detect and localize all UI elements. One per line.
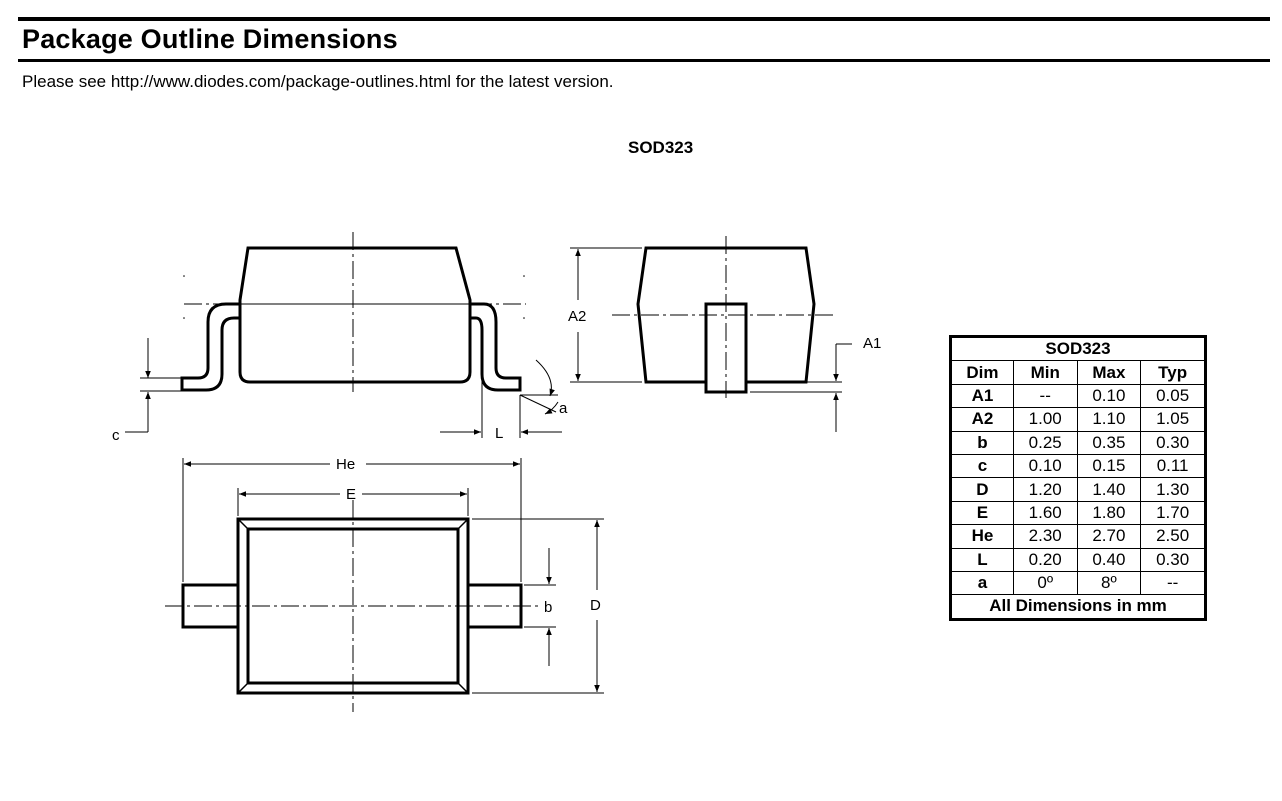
side-view: [125, 232, 562, 438]
table-cell: A1: [951, 383, 1014, 409]
table-cell: He: [951, 524, 1014, 549]
top-view: [165, 458, 604, 712]
table-row: A1 -- 0.10 0.05: [951, 383, 1205, 409]
side-view-right-lead: [470, 302, 522, 392]
dim-label-D: D: [590, 597, 601, 614]
package-outline-note: Please see http://www.diodes.com/package…: [22, 72, 614, 91]
units-note: All Dimensions in mm: [951, 594, 1205, 619]
table-cell: 2.30: [1012, 524, 1078, 549]
table-cell: A2: [951, 407, 1014, 432]
table-row: L 0.20 0.40 0.30: [951, 547, 1205, 572]
table-cell: E: [951, 500, 1014, 526]
table-cell: 0.25: [1012, 430, 1078, 455]
dim-label-a: a: [559, 400, 568, 417]
dim-label-He: He: [336, 456, 355, 473]
dim-label-c: c: [112, 427, 120, 444]
table-cell: c: [951, 453, 1014, 479]
dim-label-L: L: [495, 425, 503, 442]
table-row: E 1.60 1.80 1.70: [951, 500, 1205, 526]
table-cell: 0.10: [1012, 453, 1078, 479]
table-row: A2 1.00 1.10 1.05: [951, 407, 1205, 432]
dim-label-E: E: [346, 486, 356, 503]
table-cell: 1.40: [1076, 477, 1142, 502]
package-name: SOD323: [628, 138, 694, 157]
table-cell: D: [951, 477, 1014, 502]
table-cell: 0.30: [1140, 430, 1205, 455]
table-cell: --: [1140, 570, 1205, 596]
table-cell: 0.10: [1076, 383, 1142, 409]
table-cell: --: [1012, 383, 1078, 409]
table-cell: b: [951, 430, 1014, 455]
col-header-min: Min: [1012, 360, 1078, 385]
table-cell: a: [951, 570, 1014, 596]
dim-label-b: b: [544, 599, 552, 616]
page-title: Package Outline Dimensions: [22, 24, 398, 54]
table-cell: 0º: [1012, 570, 1078, 596]
table-cell: 2.70: [1076, 524, 1142, 549]
dim-label-A1: A1: [863, 335, 881, 352]
table-cell: 0.35: [1076, 430, 1142, 455]
table-row: a 0º 8º --: [951, 570, 1205, 596]
col-header-max: Max: [1076, 360, 1142, 385]
table-cell: 1.10: [1076, 407, 1142, 432]
table-cell: 1.00: [1012, 407, 1078, 432]
table-cell: 1.80: [1076, 500, 1142, 526]
side-view-left-lead: [180, 302, 240, 392]
table-cell: 1.30: [1140, 477, 1205, 502]
table-cell: 0.20: [1012, 547, 1078, 572]
dim-label-A2: A2: [568, 308, 586, 325]
table-cell: 8º: [1076, 570, 1142, 596]
table-cell: 0.05: [1140, 383, 1205, 409]
title-underline: [18, 59, 1270, 62]
col-header-typ: Typ: [1140, 360, 1205, 385]
table-row: He 2.30 2.70 2.50: [951, 524, 1205, 549]
table-cell: 2.50: [1140, 524, 1205, 549]
table-cell: 1.05: [1140, 407, 1205, 432]
table-cell: 1.60: [1012, 500, 1078, 526]
table-cell: 0.11: [1140, 453, 1205, 479]
top-rule: [18, 17, 1270, 21]
table-row: c 0.10 0.15 0.11: [951, 453, 1205, 479]
dimension-table: SOD323 Dim Min Max Typ A1 -- 0.10 0.05 A…: [949, 335, 1207, 621]
table-cell: L: [951, 547, 1014, 572]
end-view: [570, 236, 852, 432]
table-cell: 1.20: [1012, 477, 1078, 502]
table-row: D 1.20 1.40 1.30: [951, 477, 1205, 502]
table-cell: 1.70: [1140, 500, 1205, 526]
side-view-body: [238, 246, 472, 384]
table-cell: 0.15: [1076, 453, 1142, 479]
dimension-table-title: SOD323: [951, 336, 1205, 362]
table-cell: 0.30: [1140, 547, 1205, 572]
col-header-dim: Dim: [951, 360, 1014, 385]
table-footer-row: All Dimensions in mm: [951, 594, 1205, 619]
table-cell: 0.40: [1076, 547, 1142, 572]
table-row: b 0.25 0.35 0.30: [951, 430, 1205, 455]
